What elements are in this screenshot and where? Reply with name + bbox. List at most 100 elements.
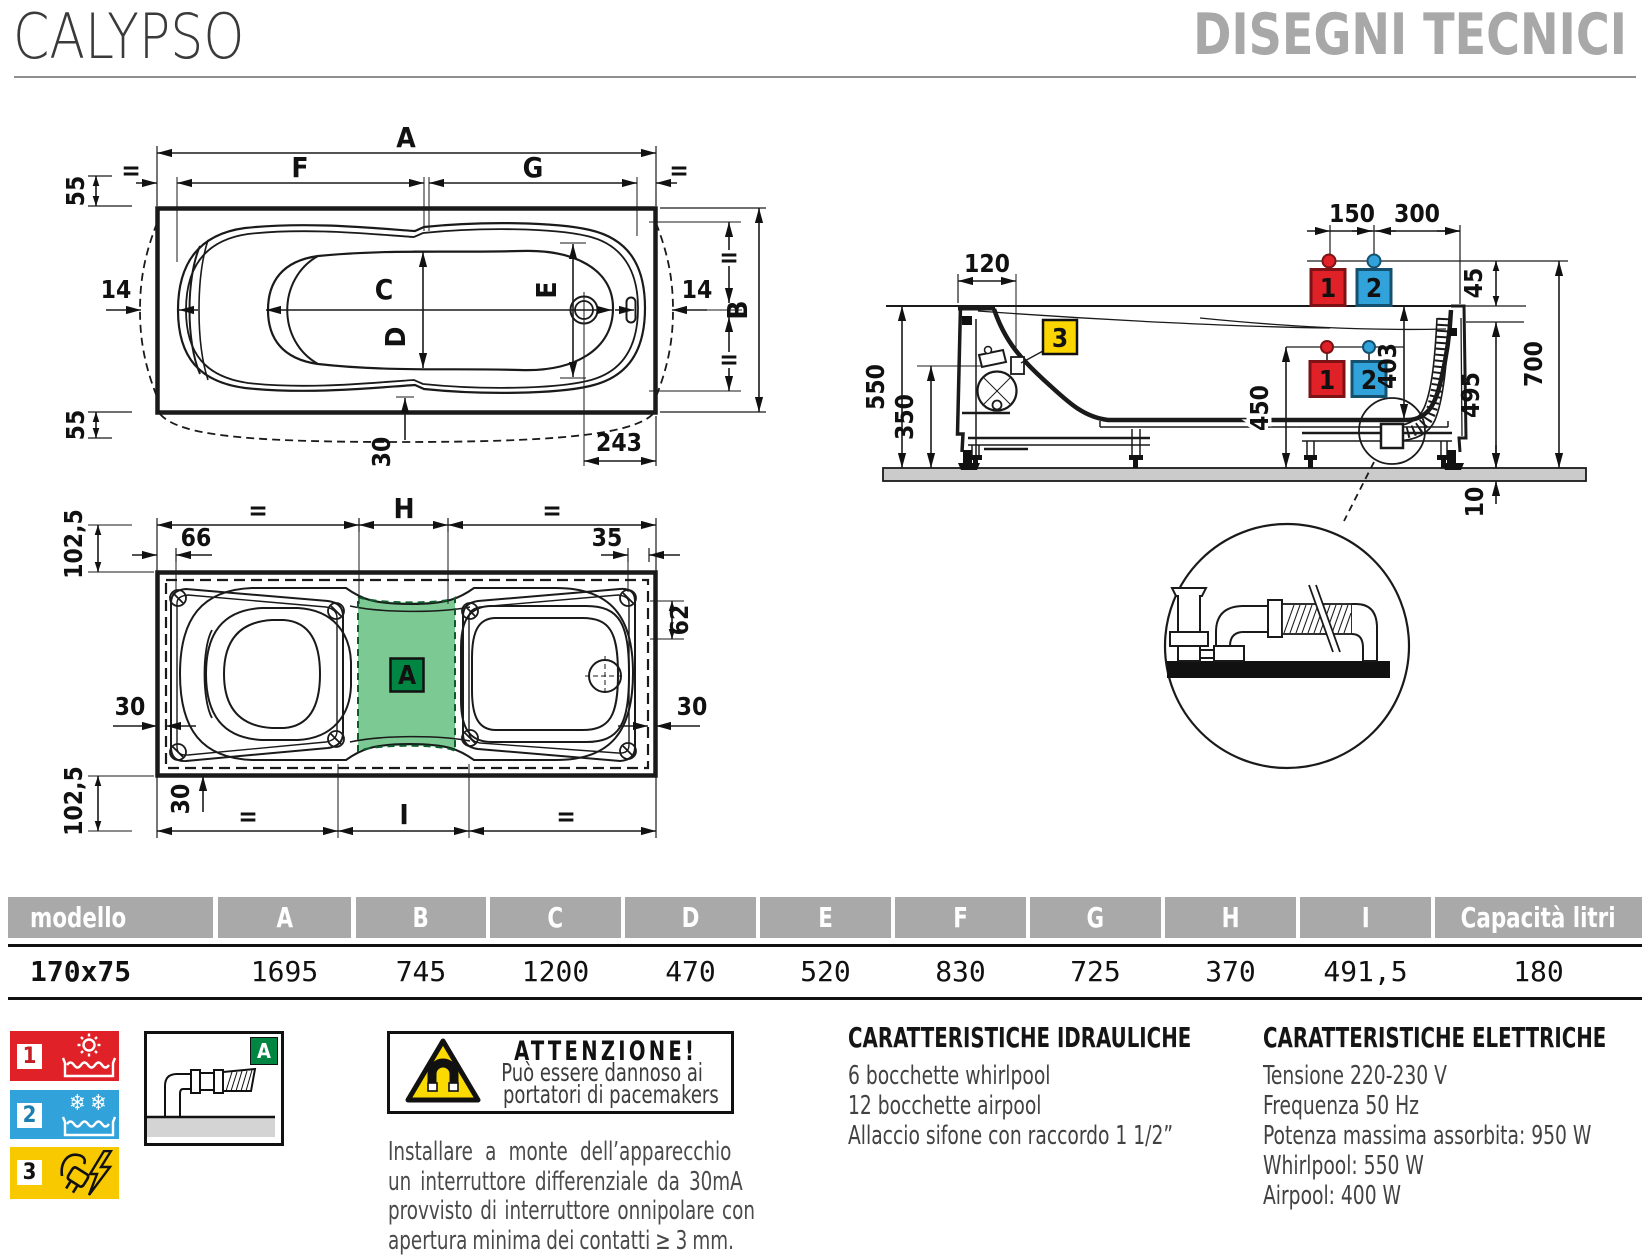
dim-62-ticks — [650, 600, 684, 640]
table-cell-value: 745 — [395, 954, 447, 988]
spec-table: modello A B C D E F G H I Capacità litri… — [0, 897, 1650, 1000]
recess-bottom-line — [349, 735, 471, 743]
drawing-segment — [190, 1069, 201, 1094]
label-eq-tr: = — [542, 496, 562, 526]
drawing-segment — [1010, 356, 1025, 375]
table-cell-H: 370 — [1165, 947, 1296, 995]
drain-tee — [1379, 422, 1405, 450]
drawing-segment — [60, 1153, 87, 1177]
table-header-label: Capacità litri — [1461, 901, 1616, 934]
table-cell-value: 370 — [1205, 954, 1256, 988]
page-title-text: CALYPSO — [13, 0, 245, 73]
tag2-lower: 2 — [1361, 366, 1377, 396]
legend-cold-water: 2 ❄ ❄ — [10, 1090, 119, 1139]
table-cell-value: 520 — [800, 954, 851, 988]
table-header-G: G — [1030, 897, 1161, 938]
far-rim-line — [977, 310, 1331, 329]
right-wall — [1442, 304, 1468, 470]
label-eq-right: = — [669, 156, 689, 186]
drawing-segment — [983, 345, 993, 355]
drawing-segment — [622, 592, 634, 604]
drawing-segment — [1177, 645, 1201, 662]
table-header-capacita: Capacità litri — [1435, 897, 1642, 938]
tag3-leader — [1020, 350, 1044, 364]
drawing-segment — [963, 450, 972, 463]
drawing-segment — [80, 1036, 84, 1040]
connection-lower — [1286, 340, 1404, 398]
drawing-segment — [461, 602, 479, 620]
table-header-A: A — [218, 897, 351, 938]
table-cell-C: 1200 — [490, 947, 621, 995]
drawing-segment — [176, 594, 338, 756]
magnet-warning-icon — [405, 1038, 481, 1103]
table-header-H: H — [1165, 897, 1296, 938]
label-F: F — [291, 151, 308, 184]
table-header-F: F — [895, 897, 1026, 938]
drawing-segment — [448, 1082, 459, 1092]
table-header-I: I — [1300, 897, 1431, 938]
drawing-segment — [1447, 450, 1456, 463]
drawing-segment — [164, 1073, 191, 1117]
drawing-segment — [1393, 317, 1450, 442]
drawing-segment — [461, 729, 479, 747]
label-550: 550 — [861, 364, 890, 410]
install-note-text: apertura minima dei contatti ≥ 3 mm. — [388, 1225, 734, 1255]
drawing-segment — [427, 1082, 438, 1092]
label-eq-left: = — [121, 156, 141, 186]
drawing-segment — [65, 1180, 73, 1190]
electric-title-text: CARATTERISTICHE ELETTRICHE — [1263, 1022, 1607, 1054]
drawing-segment — [976, 370, 1018, 412]
tub-basin — [266, 249, 615, 372]
drawing-segment — [427, 1058, 459, 1090]
drawing-segment — [230, 1071, 238, 1092]
drawing-segment — [1315, 584, 1341, 653]
page-title: CALYPSO — [13, 0, 288, 73]
label-B: B — [721, 300, 754, 319]
label-30-left: 30 — [115, 692, 146, 721]
siphon-legend-drawing — [147, 1067, 275, 1137]
label-102-top: 102,5 — [59, 509, 88, 579]
backrest-curve-2 — [198, 239, 209, 381]
table-cell-value: 180 — [1513, 954, 1564, 988]
warning-title: ATTENZIONE! — [486, 1036, 726, 1067]
drawing-segment — [327, 730, 345, 748]
table-header-C: C — [490, 897, 621, 938]
drawing-segment — [170, 587, 344, 763]
drawing-segment — [66, 1166, 90, 1188]
dim-I-ticks — [156, 764, 657, 838]
cold-water-icon: ❄ ❄ — [62, 1091, 116, 1137]
install-zone-letter: A — [398, 661, 416, 691]
install-note-line: un interruttore differenziale da 30mA — [388, 1167, 743, 1198]
warning-line2: portatori di pacemakers — [476, 1082, 728, 1106]
label-55-top: 55 — [61, 176, 90, 207]
drawing-segment — [1169, 631, 1209, 647]
electric-item: Potenza massima assorbita: 950 W — [1263, 1121, 1643, 1151]
label-150: 150 — [1329, 199, 1375, 228]
label-30-bottom: 30 — [166, 784, 195, 815]
label-62: 62 — [665, 605, 694, 636]
label-eq-r2: = — [719, 345, 739, 375]
underside-right-basin — [460, 605, 631, 743]
table-header-label: I — [1361, 901, 1370, 934]
electric-item-text: Airpool: 400 W — [1263, 1181, 1402, 1211]
snowflake-glyph: ❄ — [90, 1091, 107, 1116]
label-eq-r1: = — [719, 243, 739, 273]
warning-line-text: Può essere dannoso ai — [501, 1058, 703, 1087]
table-header-label: B — [412, 901, 430, 934]
drawing-segment — [405, 1038, 481, 1103]
detail-pipe — [1200, 599, 1283, 662]
drawing-segment — [330, 733, 342, 745]
table-cell-value: 1695 — [250, 954, 319, 988]
table-cell-value: 170x75 — [30, 954, 132, 988]
electric-specs: CARATTERISTICHE ELETTRICHE Tensione 220-… — [1263, 1022, 1643, 1211]
drawing-segment — [1350, 360, 1388, 398]
table-cell-value: 491,5 — [1323, 954, 1408, 988]
label-30-right: 30 — [677, 692, 708, 721]
underside-seat-edge — [222, 619, 322, 729]
drawing-segment — [213, 1069, 224, 1094]
connection-upper — [1309, 253, 1393, 307]
drawing-segment — [1460, 317, 1463, 437]
drawing-segment — [94, 1036, 98, 1040]
